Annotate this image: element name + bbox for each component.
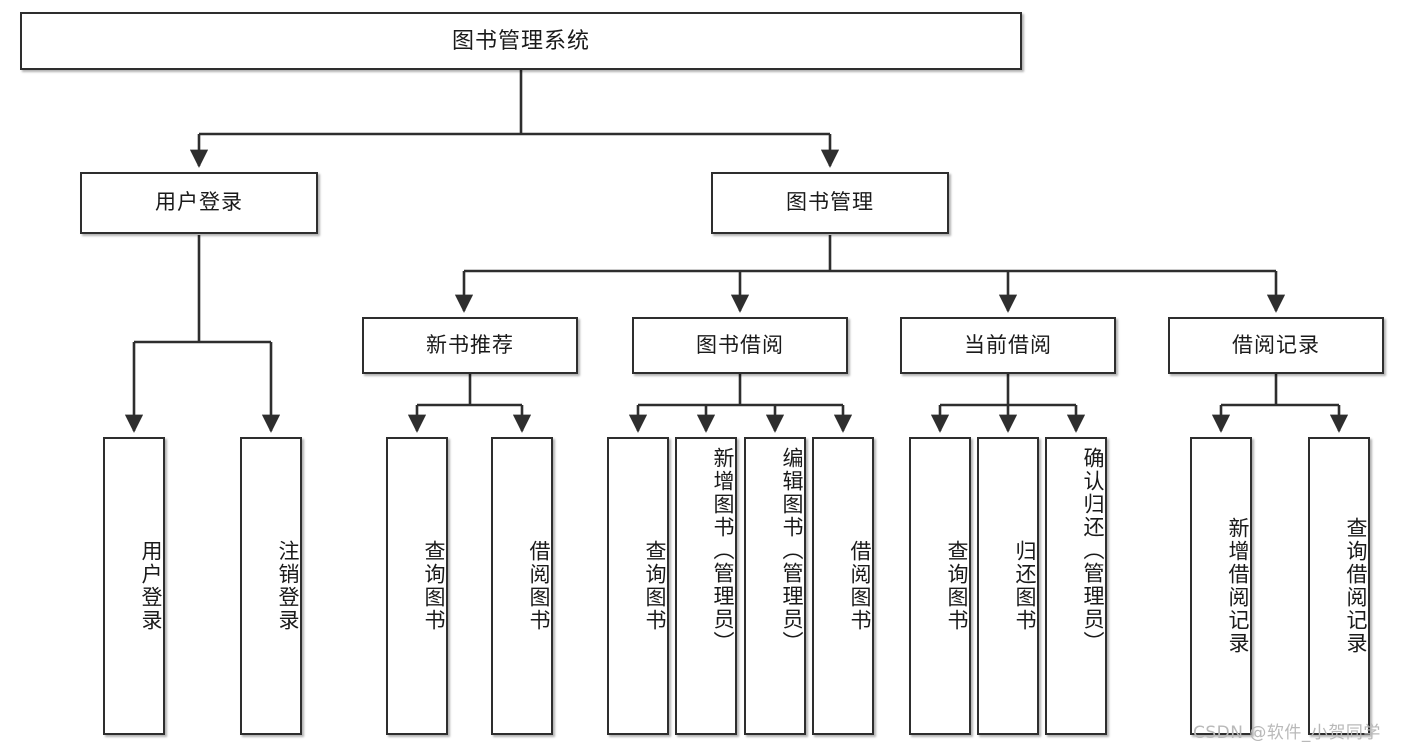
node-leaf-confirm-return-label: 确认归还（管理员） (1081, 447, 1104, 654)
node-leaf-add-record[interactable]: 新增借阅记录 (1190, 437, 1252, 735)
node-leaf-borrow-book-2[interactable]: 借阅图书 (812, 437, 874, 735)
node-user-login[interactable]: 用户登录 (80, 172, 318, 234)
node-leaf-return-book[interactable]: 归还图书 (977, 437, 1039, 735)
node-leaf-edit-book-label: 编辑图书（管理员） (780, 447, 803, 654)
node-leaf-query-book-3[interactable]: 查询图书 (909, 437, 971, 735)
watermark-text: CSDN @软件_小贺同学 (1193, 723, 1381, 743)
node-leaf-query-book-3-label: 查询图书 (945, 540, 968, 632)
node-borrow-record[interactable]: 借阅记录 (1168, 317, 1384, 374)
node-leaf-return-book-label: 归还图书 (1013, 540, 1036, 632)
node-leaf-query-record-label: 查询借阅记录 (1344, 517, 1367, 655)
node-root-label: 图书管理系统 (451, 27, 590, 53)
node-leaf-add-book[interactable]: 新增图书（管理员） (675, 437, 737, 735)
node-book-management[interactable]: 图书管理 (711, 172, 949, 234)
node-borrow-record-label: 借阅记录 (1232, 333, 1320, 357)
node-leaf-query-record[interactable]: 查询借阅记录 (1308, 437, 1370, 735)
node-user-login-label: 用户登录 (155, 191, 243, 215)
node-book-borrow[interactable]: 图书借阅 (632, 317, 848, 374)
node-leaf-borrow-book-1-label: 借阅图书 (527, 540, 550, 632)
node-leaf-user-login[interactable]: 用户登录 (103, 437, 165, 735)
node-leaf-add-record-label: 新增借阅记录 (1226, 517, 1249, 655)
node-book-borrow-label: 图书借阅 (696, 333, 784, 357)
node-book-management-label: 图书管理 (786, 191, 874, 215)
node-leaf-query-book-1[interactable]: 查询图书 (386, 437, 448, 735)
node-leaf-query-book-2-label: 查询图书 (643, 540, 666, 632)
node-leaf-query-book-1-label: 查询图书 (422, 540, 445, 632)
node-new-book-recommend-label: 新书推荐 (426, 333, 514, 357)
node-leaf-user-login-label: 用户登录 (139, 540, 162, 632)
node-root[interactable]: 图书管理系统 (20, 12, 1022, 70)
node-leaf-borrow-book-1[interactable]: 借阅图书 (491, 437, 553, 735)
node-leaf-query-book-2[interactable]: 查询图书 (607, 437, 669, 735)
node-leaf-logout-login-label: 注销登录 (276, 540, 299, 632)
node-leaf-edit-book[interactable]: 编辑图书（管理员） (744, 437, 806, 735)
node-new-book-recommend[interactable]: 新书推荐 (362, 317, 578, 374)
node-current-borrow-label: 当前借阅 (964, 333, 1052, 357)
node-leaf-logout-login[interactable]: 注销登录 (240, 437, 302, 735)
node-leaf-confirm-return[interactable]: 确认归还（管理员） (1045, 437, 1107, 735)
node-leaf-add-book-label: 新增图书（管理员） (711, 447, 734, 654)
node-leaf-borrow-book-2-label: 借阅图书 (848, 540, 871, 632)
node-current-borrow[interactable]: 当前借阅 (900, 317, 1116, 374)
